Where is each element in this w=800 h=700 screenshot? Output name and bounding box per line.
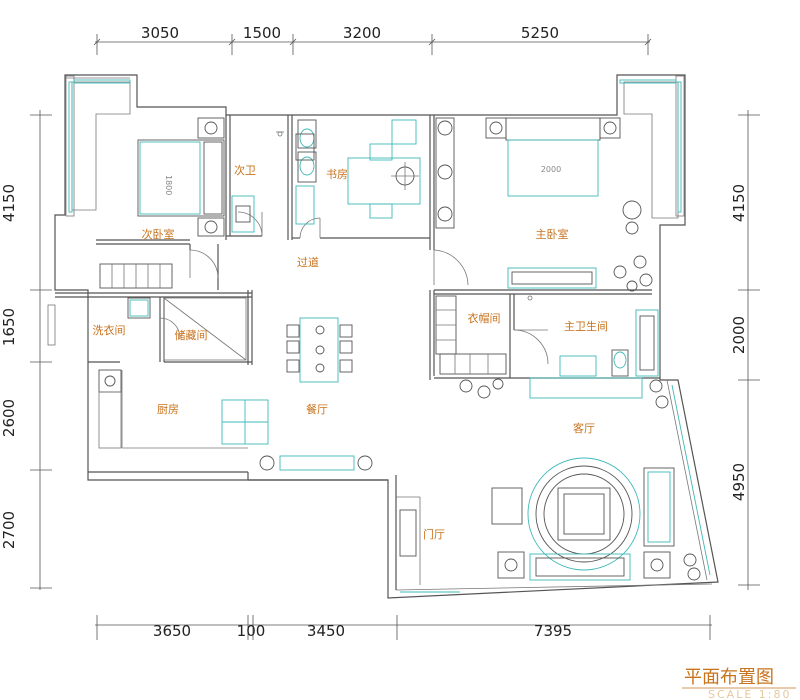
dim-right-3: 4950 <box>730 463 748 501</box>
bed-size-label: 1800 <box>164 175 173 195</box>
laundry-furniture <box>47 263 247 361</box>
room-label-second-bath: 次卫 <box>234 163 256 177</box>
room-label-corridor: 过道 <box>297 255 319 269</box>
room-label-kitchen: 厨房 <box>157 403 179 416</box>
room-label-second-bedroom: 次卧室 <box>142 227 175 241</box>
study-furniture <box>295 119 421 225</box>
doors <box>159 211 549 593</box>
living-furniture <box>399 377 701 581</box>
dim-bottom-1: 3650 <box>153 622 191 640</box>
room-label-dining: 餐厅 <box>306 402 328 416</box>
room-label-living: 客厅 <box>573 421 595 435</box>
second-bedroom-furniture: 1800 <box>137 117 225 237</box>
master-bath-furniture <box>527 295 659 377</box>
master-bedroom-furniture: 2000 <box>435 117 653 292</box>
dim-left-2: 1650 <box>0 308 18 346</box>
plant-icon <box>613 255 653 292</box>
dim-left-1: 4150 <box>0 184 18 222</box>
dim-bottom-4: 7395 <box>534 622 572 640</box>
interior-walls <box>55 115 660 585</box>
room-label-study: 书房 <box>326 168 348 181</box>
room-label-cloakroom: 衣帽间 <box>468 311 501 325</box>
room-label-master-bedroom: 主卧室 <box>536 227 569 241</box>
room-label-storage: 储藏间 <box>175 328 208 342</box>
dim-top-2: 1500 <box>243 24 281 42</box>
cloakroom-furniture <box>435 295 507 375</box>
dim-top-3: 3200 <box>343 24 381 42</box>
dining-furniture <box>259 317 373 471</box>
drawing-scale: SCALE 1:80 <box>708 688 791 700</box>
dim-bottom-3: 3450 <box>307 622 345 640</box>
dim-top-4: 5250 <box>521 24 559 42</box>
room-label-master-bath: 主卫生间 <box>564 319 608 333</box>
dim-left-3: 2600 <box>0 399 18 437</box>
dim-top-1: 3050 <box>141 24 179 42</box>
dim-bottom-2: 100 <box>237 622 266 640</box>
dimension-lines <box>30 34 760 640</box>
room-label-laundry: 洗衣间 <box>93 323 126 337</box>
outer-walls <box>54 74 719 599</box>
drawing-title: 平面布置图 <box>684 667 774 688</box>
dim-left-4: 2700 <box>0 511 18 549</box>
room-label-foyer: 门厅 <box>423 527 445 541</box>
dim-right-2: 2000 <box>730 316 748 354</box>
kitchen-furniture <box>98 369 269 449</box>
dim-right-1: 4150 <box>730 184 748 222</box>
plant-icon <box>459 378 701 581</box>
master-bed-size-label: 2000 <box>541 165 561 174</box>
second-bath-furniture <box>231 119 317 233</box>
